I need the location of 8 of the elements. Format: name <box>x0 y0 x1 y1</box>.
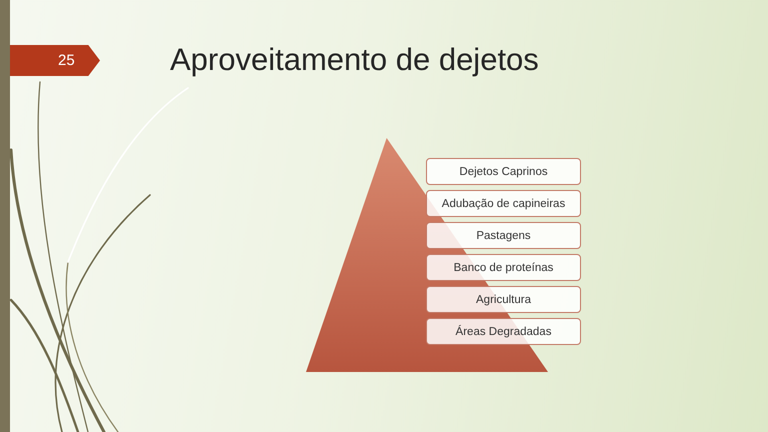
pyramid-level-box: Dejetos Caprinos <box>426 158 581 185</box>
pyramid-level-box: Áreas Degradadas <box>426 318 581 345</box>
pyramid-level-box: Pastagens <box>426 222 581 249</box>
pyramid-level-box: Adubação de capineiras <box>426 190 581 217</box>
slide-number-tag: 25 <box>10 45 100 76</box>
pyramid-level-box: Agricultura <box>426 286 581 313</box>
slide-title: Aproveitamento de dejetos <box>170 41 539 79</box>
pyramid-level-box: Banco de proteínas <box>426 254 581 281</box>
